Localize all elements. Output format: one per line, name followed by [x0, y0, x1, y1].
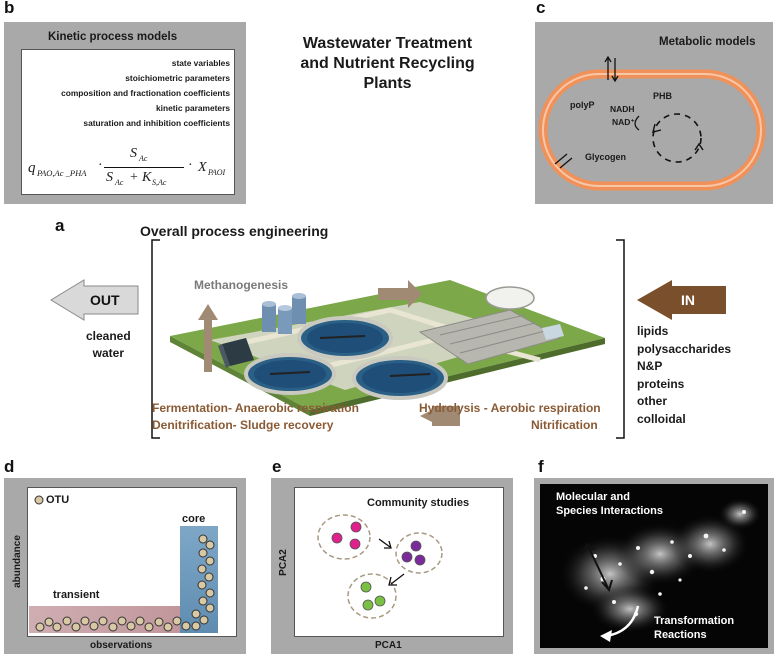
panel-d-ylabel: abundance [11, 535, 23, 588]
panel-e-label: e [272, 457, 282, 476]
panel-e-ylabel: PCA2 [277, 549, 289, 576]
eq-x-sub: PAOI [208, 168, 226, 177]
panel-b-item: saturation and inhibition coefficients [83, 118, 230, 128]
right-process-line1: Hydrolysis - Aerobic respiration [419, 401, 601, 415]
eq-dot-1: · [98, 158, 103, 173]
panel-b-item: kinetic parameters [155, 103, 230, 113]
panel-a-label: a [55, 216, 65, 235]
panel-c-label: c [536, 0, 546, 17]
in-list: lipids polysaccharides N&P proteins othe… [637, 323, 731, 428]
panel-b-inner-box [21, 49, 235, 195]
in-arrow [637, 280, 726, 320]
treatment-plant-illustration [170, 280, 605, 426]
in-list-item: proteins [637, 376, 685, 391]
core-label: core [182, 513, 206, 525]
transient-label: transient [53, 589, 100, 601]
out-text-line: water [92, 346, 125, 360]
in-list-item: colloidal [637, 411, 686, 426]
panel-f-label: f [538, 457, 544, 476]
in-list-item: polysaccharides [637, 341, 732, 356]
panel-a-heading: Overall process engineering [140, 223, 329, 239]
in-label: IN [681, 292, 695, 308]
cell-nad: NAD⁺ [612, 117, 635, 127]
otu-legend-label: OTU [46, 494, 70, 506]
microscopy-image [540, 484, 768, 648]
cell-polyp: polyP [570, 100, 595, 110]
panel-f-text1-line2: Species Interactions [556, 505, 663, 517]
main-title: Wastewater Treatment and Nutrient Recycl… [270, 34, 505, 94]
eq-q: q [28, 160, 36, 176]
cell-diagram [538, 55, 766, 191]
eq-q-sub: PAO,Ac _PHA [37, 168, 87, 178]
left-process-line1: Fermentation- Anaerobic respiration [152, 401, 359, 415]
out-label: OUT [90, 292, 120, 308]
panel-f-text2-line2: Reactions [654, 629, 707, 641]
out-arrow [50, 279, 139, 321]
panel-b-item: state variables [171, 58, 230, 68]
out-text-line: cleaned [86, 329, 131, 343]
in-list-item: other [637, 394, 667, 408]
in-list-item: lipids [637, 324, 669, 338]
panel-e-xlabel: PCA1 [375, 640, 402, 651]
panel-f-text1-line1: Molecular and [556, 491, 630, 503]
eq-num-sub: Ac [139, 154, 148, 163]
panel-d-xlabel: observations [90, 640, 153, 651]
eq-fraction-bar [104, 167, 184, 168]
process-brackets [151, 239, 625, 439]
panel-b-item: stoichiometric parameters [125, 73, 230, 83]
main-title-line3: Plants [363, 75, 412, 92]
cell-phb: PHB [653, 91, 673, 101]
panel-c-heading: Metabolic models [659, 36, 756, 48]
left-process-line2: Denitrification- Sludge recovery [152, 418, 334, 432]
otu-plot [29, 495, 218, 633]
main-title-line1: Wastewater Treatment [302, 35, 473, 52]
panel-b-item: composition and fractionation coefficien… [61, 88, 230, 98]
out-text: cleaned water [86, 328, 131, 362]
eq-x: X [198, 160, 207, 175]
eq-dot-2: · [188, 158, 193, 173]
in-list-item: N&P [637, 359, 663, 373]
pca-plot [317, 514, 443, 619]
main-title-line2: and Nutrient Recycling [300, 55, 475, 72]
eq-den-a: S [106, 170, 113, 185]
right-process-line2: Nitrification [531, 418, 598, 432]
panel-e-heading: Community studies [367, 497, 470, 509]
panel-f-text2-line1: Transformation [654, 615, 735, 627]
eq-den-a-sub: Ac [115, 178, 124, 187]
panel-d-label: d [4, 457, 15, 476]
panel-b-items: state variables stoichiometric parameter… [24, 56, 230, 131]
eq-num: S [130, 146, 137, 161]
eq-den-b-sub: S,Ac [152, 178, 167, 187]
panel-b-heading: Kinetic process models [48, 31, 178, 43]
cell-nadh: NADH [610, 104, 635, 114]
kinetic-equation: q PAO,Ac _PHA · S Ac S Ac + K S,Ac · X P… [28, 146, 233, 192]
panel-b-label: b [4, 0, 15, 17]
eq-den-plus: + [130, 170, 138, 185]
cell-glycogen: Glycogen [585, 152, 627, 162]
methanogenesis-label: Methanogenesis [194, 278, 289, 292]
eq-den-b: K [142, 170, 152, 185]
